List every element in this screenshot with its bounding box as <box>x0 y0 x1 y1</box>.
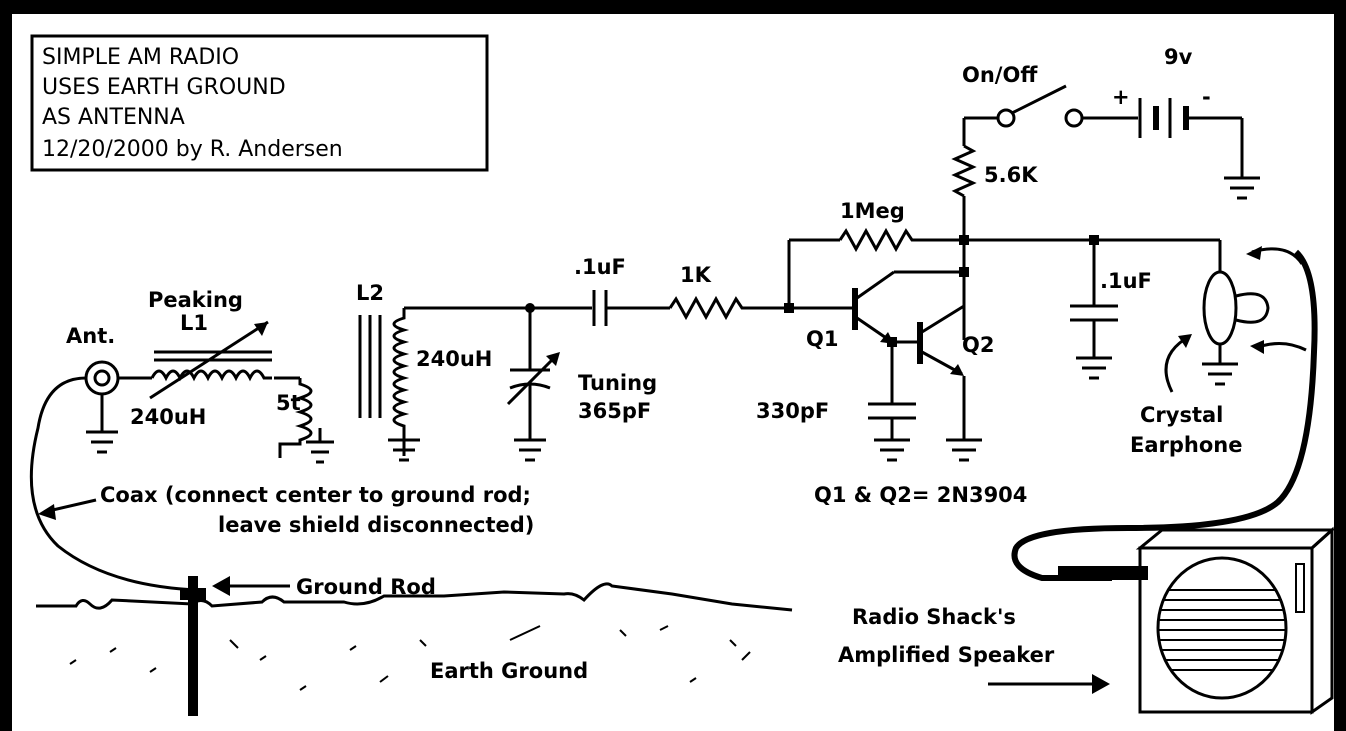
transistor-q2 <box>887 240 982 462</box>
cap-01uf-left-label: .1uF <box>574 255 626 279</box>
tuning-capacitor <box>506 303 560 462</box>
amplified-speaker <box>1135 526 1336 715</box>
l1-label: L1 <box>180 311 208 335</box>
title-box: SIMPLE AM RADIO USES EARTH GROUND AS ANT… <box>30 34 489 172</box>
peaking-label: Peaking <box>148 288 243 312</box>
coax-arrow-head <box>38 504 56 520</box>
transformer-core <box>358 315 382 418</box>
speaker-arrow-head <box>1092 674 1110 694</box>
r-5k6-label: 5.6K <box>984 163 1038 187</box>
transistor-type-label: Q1 & Q2= 2N3904 <box>814 483 1027 507</box>
ground-rod-arrow-head <box>212 576 230 596</box>
battery-minus-label: - <box>1202 85 1211 109</box>
battery-plus-label: + <box>1112 85 1130 109</box>
inductor-l2-primary <box>278 378 334 464</box>
inductor-l1 <box>149 320 302 400</box>
battery-label: 9v <box>1164 45 1193 69</box>
coupling-capacitor <box>530 290 670 326</box>
turns-label: 5t <box>276 391 301 415</box>
speaker-label-line-1: Radio Shack's <box>852 605 1016 629</box>
coax-cable <box>29 376 199 592</box>
power-section <box>951 84 1260 240</box>
antenna-label: Ant. <box>66 324 115 348</box>
ground-rod-label: Ground Rod <box>296 575 436 599</box>
speaker-label-line-2: Amplified Speaker <box>838 643 1055 667</box>
earth-ground-label: Earth Ground <box>430 659 588 683</box>
ground-rod <box>188 576 198 716</box>
capacitor-330pf <box>868 342 916 462</box>
r-1meg-label: 1Meg <box>840 199 905 223</box>
coax-label-line-1: Coax (connect center to ground rod; <box>100 483 531 507</box>
soil-specks <box>69 625 751 691</box>
cap-01uf-right-label: .1uF <box>1100 269 1152 293</box>
title-line-3: AS ANTENNA <box>42 105 185 130</box>
ground-rod-clamp <box>180 588 206 600</box>
tuning-label: Tuning <box>578 371 657 395</box>
title-line-2: USES EARTH GROUND <box>42 75 286 100</box>
q2-label: Q2 <box>962 333 994 357</box>
l1-value-label: 240uH <box>130 405 206 429</box>
resistor-1k <box>668 295 792 321</box>
ground-surface <box>36 582 793 612</box>
title-line-1: SIMPLE AM RADIO <box>42 45 239 70</box>
inductor-l2-secondary <box>388 306 530 462</box>
transistor-q1 <box>794 270 964 344</box>
r-1k-label: 1K <box>680 263 712 287</box>
title-line-4: 12/20/2000 by R. Andersen <box>42 137 343 162</box>
l2-label: L2 <box>356 281 384 305</box>
speaker-plug <box>1058 566 1148 580</box>
earphone-label: Earphone <box>1130 433 1242 457</box>
cap-330pf-label: 330pF <box>756 399 829 423</box>
output-capacitor <box>1070 240 1118 380</box>
tuning-value-label: 365pF <box>578 399 651 423</box>
q1-label: Q1 <box>806 327 838 351</box>
coax-label-line-2: leave shield disconnected) <box>218 513 534 537</box>
switch-label: On/Off <box>962 63 1038 87</box>
crystal-label: Crystal <box>1140 403 1223 427</box>
l2-value-label: 240uH <box>416 347 492 371</box>
speaker-cable <box>1011 249 1318 581</box>
